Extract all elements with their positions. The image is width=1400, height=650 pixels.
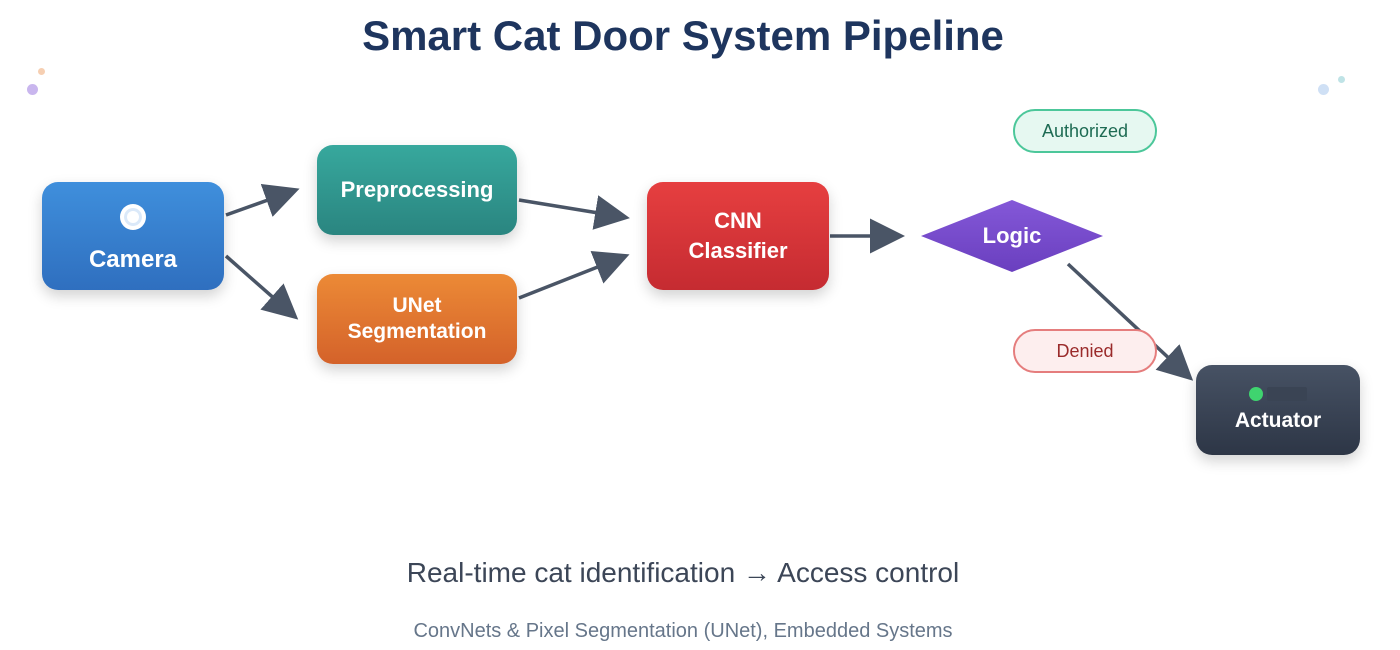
status-led-icon <box>1249 387 1263 401</box>
logic-label: Logic <box>982 223 1042 248</box>
arrow-preprocessing-to-cnn <box>518 195 630 230</box>
cnn-classifier-node: CNN Classifier <box>647 182 829 290</box>
preprocessing-node: Preprocessing <box>317 145 517 235</box>
actuator-node: Actuator <box>1196 365 1360 455</box>
decorative-dot <box>1338 76 1345 83</box>
status-bar <box>1267 387 1307 401</box>
unet-label-line1: UNet <box>392 294 442 317</box>
camera-node: Camera <box>42 182 224 290</box>
cnn-label-line1: CNN <box>714 208 762 233</box>
unet-segmentation-node: UNet Segmentation <box>317 274 517 364</box>
diagram-title: Smart Cat Door System Pipeline <box>362 12 1004 59</box>
denied-badge: Denied <box>1013 329 1157 373</box>
decorative-dot <box>27 84 38 95</box>
camera-label: Camera <box>88 246 178 273</box>
actuator-status-indicator <box>1249 387 1307 401</box>
arrow-logic-to-actuator <box>1066 262 1194 381</box>
authorized-badge: Authorized <box>1013 109 1157 153</box>
pipeline-subtitle: Real-time cat identification → Access co… <box>406 557 960 588</box>
arrow-unet-to-cnn <box>518 250 630 300</box>
topics-caption: ConvNets & Pixel Segmentation (UNet), Em… <box>413 620 953 642</box>
cnn-label-line2: Classifier <box>688 238 788 263</box>
decorative-dot <box>38 68 45 75</box>
actuator-label: Actuator <box>1234 409 1322 432</box>
logic-diamond-shape <box>921 200 1103 272</box>
unet-label-line2: Segmentation <box>347 320 487 343</box>
arrow-camera-to-preprocessing <box>225 183 300 217</box>
arrow-camera-to-unet <box>224 254 299 320</box>
preprocessing-label: Preprocessing <box>340 177 494 202</box>
logic-decision-node: Logic <box>921 200 1103 272</box>
decorative-dot <box>1318 84 1329 95</box>
camera-lens-icon <box>120 204 146 230</box>
